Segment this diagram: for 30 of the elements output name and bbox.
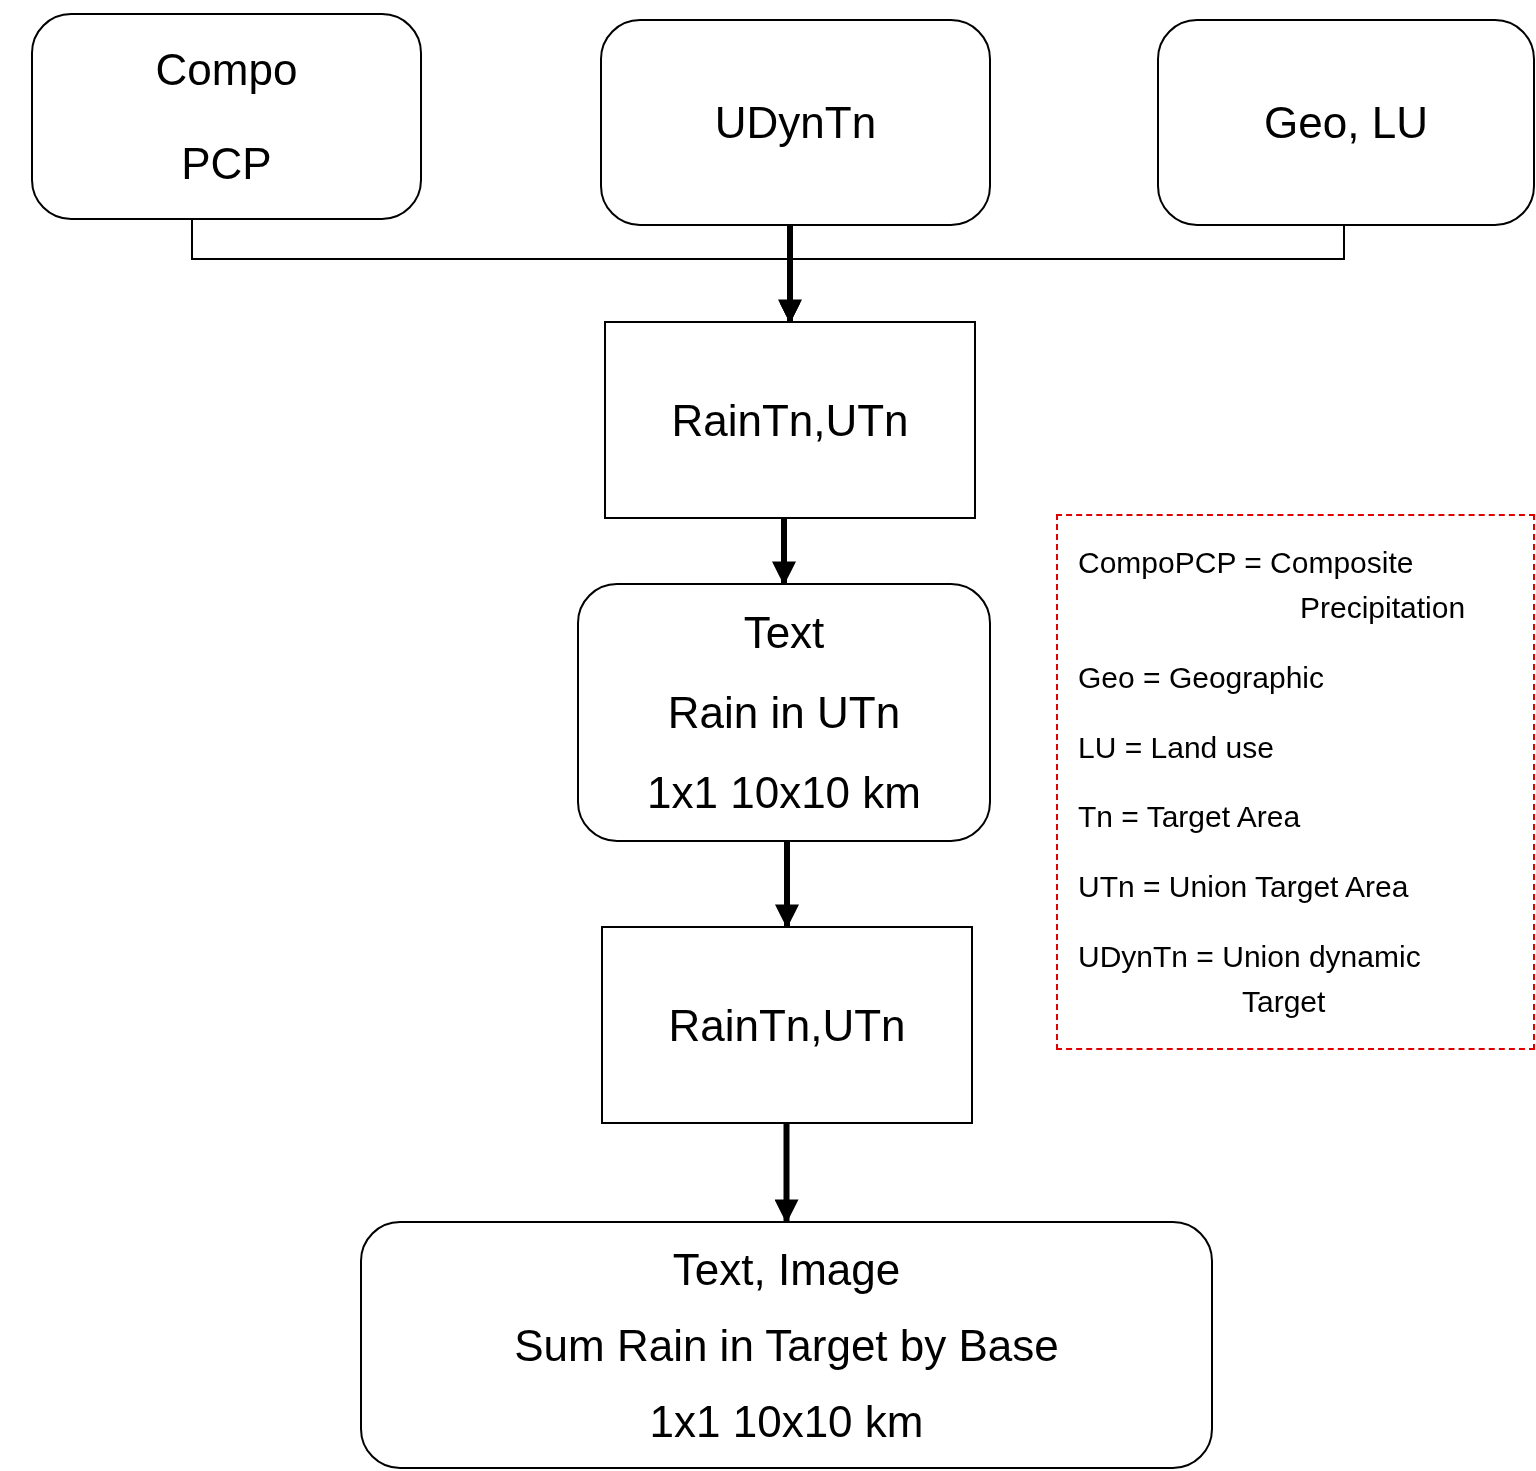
legend-text: LU = Land use	[1078, 729, 1274, 766]
legend-text: UDynTn = Union dynamic Target	[1078, 938, 1422, 1020]
arrow	[772, 519, 796, 586]
node-label: RainTn,UTn	[671, 394, 909, 447]
node-label: 1x1 10x10 km	[649, 1395, 924, 1448]
node-label: Rain in UTn	[667, 687, 901, 739]
output-box	[360, 1221, 1213, 1469]
node-label: UDynTn	[714, 97, 877, 149]
legend-text: UTn = Union Target Area	[1078, 868, 1409, 905]
node-label: 1x1 10x10 km	[647, 766, 921, 819]
node-label: Text	[743, 607, 825, 660]
node-label: Sum Rain in Target by Base	[514, 1319, 1059, 1372]
node-label: PCP	[181, 137, 272, 190]
legend-text: CompoPCP = Composite Precipitation	[1078, 545, 1467, 627]
arrow	[775, 842, 799, 929]
process-box	[604, 321, 976, 519]
input-box	[600, 19, 991, 226]
abbreviation-box	[1056, 514, 1535, 1050]
node-label: RainTn,UTn	[668, 999, 906, 1052]
legend-text: Geo = Geographic	[1078, 660, 1324, 696]
node-label: Text, Image	[672, 1243, 901, 1296]
arrow	[774, 1124, 799, 1224]
input-box	[31, 13, 422, 220]
input-box	[1157, 19, 1535, 226]
arrow	[778, 226, 802, 324]
node-label: Geo, LU	[1264, 97, 1428, 149]
output-box	[577, 583, 991, 842]
legend-text: Tn = Target Area	[1078, 799, 1301, 836]
node-label: Compo	[155, 44, 298, 97]
process-box	[601, 926, 973, 1124]
